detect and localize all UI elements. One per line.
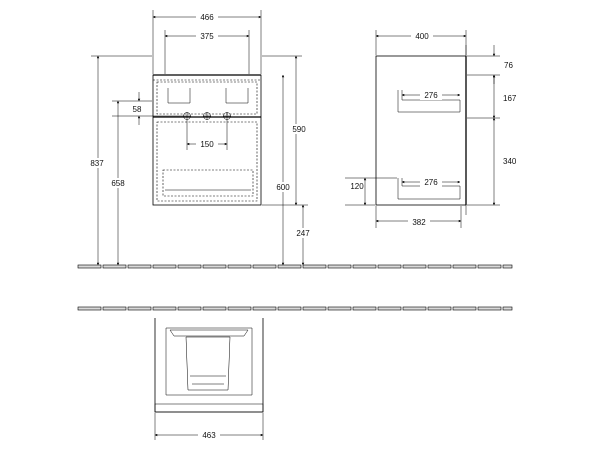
- dim-floor-clearance: 247: [296, 229, 310, 238]
- plan-view: 463: [77, 306, 513, 440]
- tile: [252, 264, 277, 269]
- tile: [327, 306, 352, 311]
- tile: [152, 264, 177, 269]
- front-lower-inner-box: [162, 169, 254, 197]
- tile: [402, 306, 427, 311]
- tile: [102, 264, 127, 269]
- tile: [502, 264, 513, 269]
- plan-wall-tiles: [77, 306, 513, 311]
- dim-upper-drawer-height: 167: [503, 94, 517, 103]
- tile: [277, 264, 302, 269]
- tile: [302, 306, 327, 311]
- tile: [127, 306, 152, 311]
- front-upper-drawer: [156, 81, 258, 115]
- tile: [277, 306, 302, 311]
- dim-front-width-total: 466: [200, 13, 214, 22]
- tile: [427, 264, 452, 269]
- side-upper-drawer: [397, 90, 461, 113]
- plan-bowl: [185, 336, 231, 391]
- tile: [202, 264, 227, 269]
- plan-basin-outline: [165, 327, 253, 396]
- tile: [202, 306, 227, 311]
- tile: [452, 264, 477, 269]
- tile: [352, 306, 377, 311]
- dim-tap-offset: 58: [133, 105, 142, 114]
- dim-lower-drawer-height: 340: [503, 157, 517, 166]
- dim-drawer-depth-bottom: 276: [424, 178, 438, 187]
- front-lower-drawer: [156, 121, 258, 202]
- dim-side-depth-total: 400: [415, 32, 429, 41]
- dim-height-overall: 837: [90, 159, 104, 168]
- plan-front-panel: [154, 403, 264, 413]
- dim-floor-to-top: 600: [276, 183, 290, 192]
- tile: [377, 306, 402, 311]
- tile: [77, 306, 102, 311]
- tile: [227, 306, 252, 311]
- tile: [477, 264, 502, 269]
- dim-drawer-depth-top: 276: [424, 91, 438, 100]
- tile: [352, 264, 377, 269]
- dim-height-to-top: 658: [111, 179, 125, 188]
- dim-top-offset: 76: [504, 61, 513, 70]
- dim-cabinet-height: 590: [292, 125, 306, 134]
- tile: [427, 306, 452, 311]
- tile: [77, 264, 102, 269]
- tile: [477, 306, 502, 311]
- tile: [327, 264, 352, 269]
- tile: [252, 306, 277, 311]
- tile: [177, 264, 202, 269]
- tile: [152, 306, 177, 311]
- tile: [452, 306, 477, 311]
- tile: [127, 264, 152, 269]
- side-view: 400 276 276 382 76 167 340 120: [345, 30, 517, 228]
- dim-plan-width: 463: [202, 431, 216, 440]
- side-lower-drawer: [397, 178, 461, 200]
- tile: [377, 264, 402, 269]
- dim-lower-drawer-clearance: 120: [350, 182, 364, 191]
- dim-tap-spacing: 150: [200, 140, 214, 149]
- tile: [177, 306, 202, 311]
- front-siphon-right: [225, 88, 249, 104]
- dim-front-width-inner: 375: [200, 32, 214, 41]
- tile: [302, 264, 327, 269]
- front-siphon-left: [167, 88, 191, 104]
- floor-tiles: [77, 264, 513, 269]
- tile: [402, 264, 427, 269]
- dim-side-depth-inner: 382: [412, 218, 426, 227]
- front-view: 466 375 150 58 837 658 590: [86, 10, 314, 266]
- tile: [102, 306, 127, 311]
- tile: [227, 264, 252, 269]
- tile: [502, 306, 513, 311]
